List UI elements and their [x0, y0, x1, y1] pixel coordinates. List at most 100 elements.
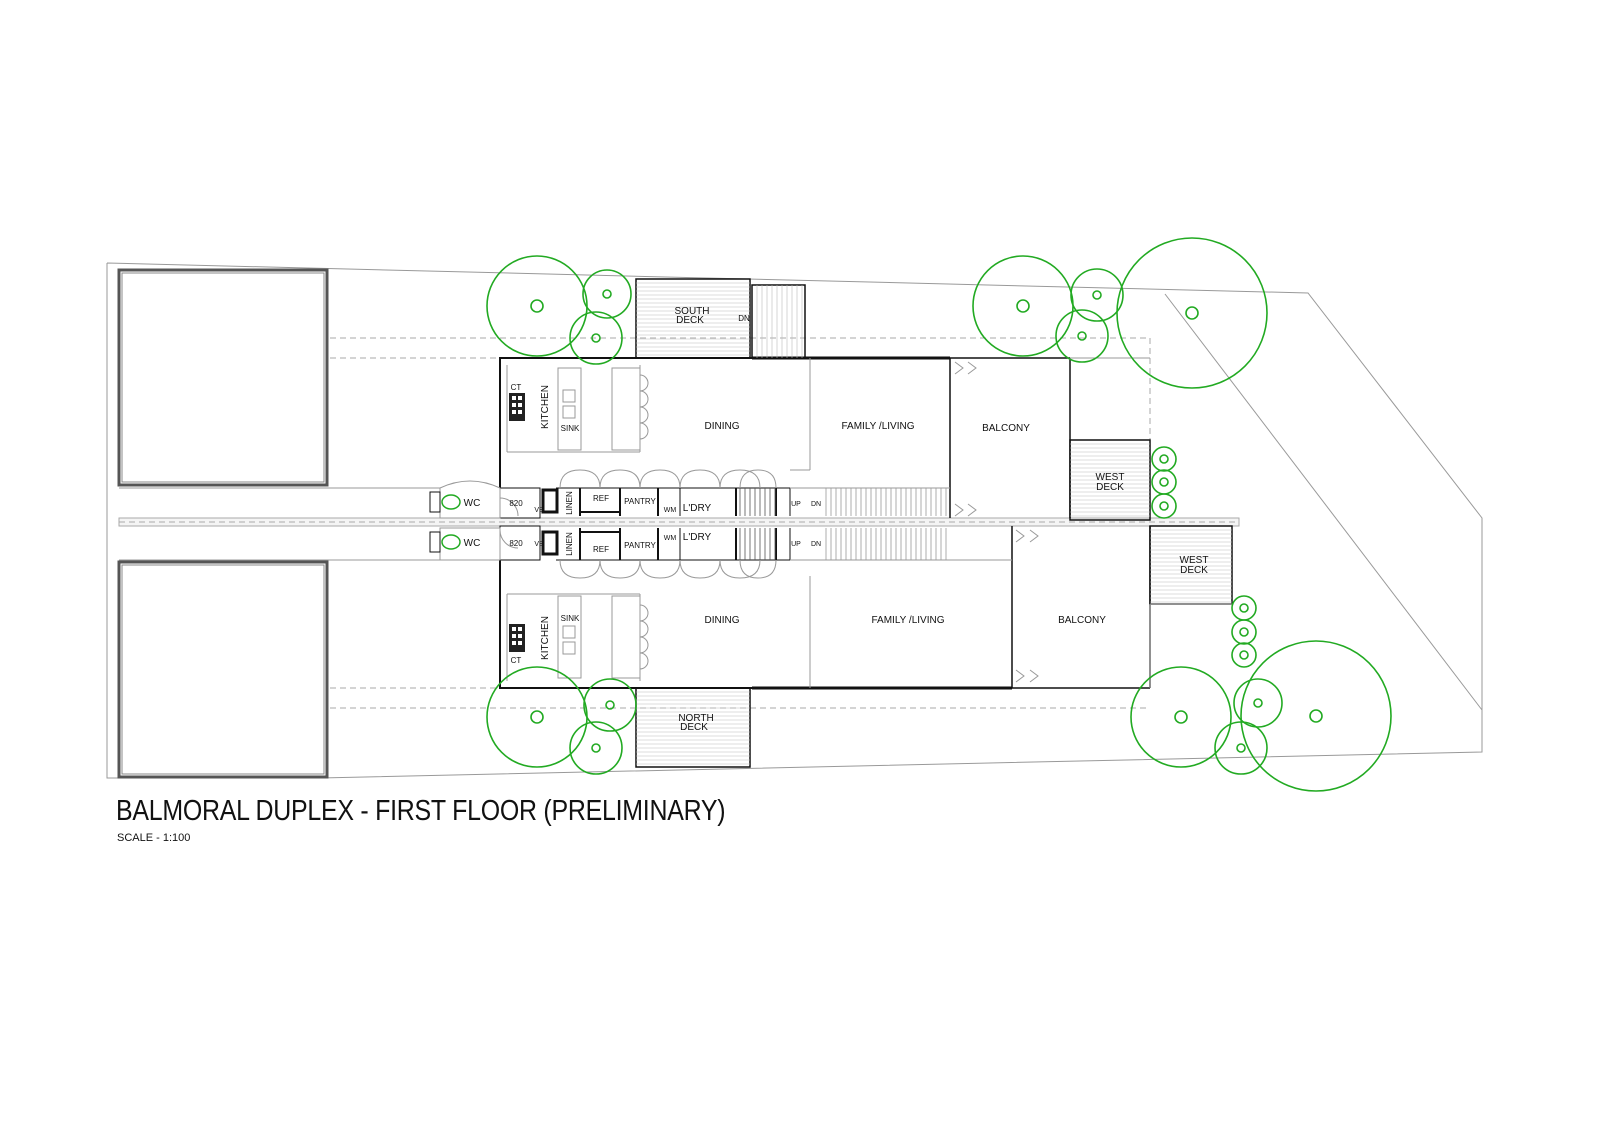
label-ref-upper: REF: [593, 494, 609, 503]
tree-canopy: [1231, 595, 1257, 621]
tree-canopy: [583, 678, 637, 732]
tree-trunk: [1159, 477, 1169, 487]
drawing-scale: SCALE - 1:100: [117, 832, 191, 844]
label-vb-lower: VB: [534, 541, 544, 548]
tree-trunk: [1159, 501, 1169, 511]
tree-canopy: [1070, 268, 1124, 322]
tree-trunk: [591, 333, 601, 343]
label-dn-south: DN: [738, 314, 750, 323]
north-deck: [635, 687, 751, 768]
tree-canopy: [1116, 237, 1268, 389]
label-dining-upper: DINING: [705, 421, 740, 432]
label-family-living-upper: FAMILY /LIVING: [842, 421, 915, 432]
label-linen-lower: LINEN: [565, 532, 574, 556]
west-deck-lower: [1149, 525, 1233, 605]
tree-trunk: [591, 743, 601, 753]
garage-upper: [117, 268, 329, 487]
label-north-deck-1: NORTH: [678, 713, 713, 724]
stairs: [739, 487, 1012, 561]
tree-trunk: [1239, 650, 1249, 660]
label-pantry-upper: PANTRY: [624, 497, 656, 506]
wc-upper: [429, 480, 519, 519]
label-kitchen-upper: KITCHEN: [540, 385, 551, 429]
tree-canopy: [1231, 619, 1257, 645]
cooktop-upper: [509, 393, 525, 421]
tree-canopy: [1055, 309, 1109, 363]
tree-trunk: [1159, 454, 1169, 464]
label-820-lower: 820: [509, 539, 523, 548]
label-west-deck-upper-1: WEST: [1096, 472, 1125, 483]
label-ref-lower: REF: [593, 545, 609, 554]
tree-canopy: [1233, 678, 1283, 728]
unit-upper-walls: [499, 356, 1071, 518]
label-ldry-lower: L'DRY: [683, 532, 712, 543]
tree-trunk: [1077, 331, 1087, 341]
service-core-upper: [499, 469, 810, 519]
tree-canopy: [1231, 642, 1257, 668]
tree-canopy: [1240, 640, 1392, 792]
label-south-deck-1: SOUTH: [675, 306, 710, 317]
label-vb-upper: VB: [534, 507, 544, 514]
label-sink-lower: SINK: [561, 614, 580, 623]
tree-trunk: [530, 299, 544, 313]
label-wm-lower: WM: [664, 535, 677, 542]
tree-trunk: [530, 710, 544, 724]
tree-canopy: [1151, 446, 1177, 472]
central-corridor: [118, 487, 1240, 561]
label-family-living-lower: FAMILY /LIVING: [872, 615, 945, 626]
label-north-deck-2: DECK: [680, 722, 708, 733]
tree-trunk: [602, 289, 612, 299]
label-ct-lower: CT: [511, 656, 522, 665]
west-deck-upper: [1069, 439, 1151, 521]
label-dining-lower: DINING: [705, 615, 740, 626]
sliding-door-marks: [954, 357, 1232, 688]
tree-canopy: [1130, 666, 1232, 768]
cooktop-lower: [509, 624, 525, 652]
label-west-deck-lower-2: DECK: [1180, 565, 1208, 576]
tree-trunk: [1253, 698, 1263, 708]
label-linen-upper: LINEN: [565, 491, 574, 515]
label-balcony-lower: BALCONY: [1058, 615, 1106, 626]
tree-canopy: [1151, 493, 1177, 519]
label-sink-upper: SINK: [561, 424, 580, 433]
south-deck: [635, 278, 806, 359]
label-ct-upper: CT: [511, 383, 522, 392]
label-dn-lower: DN: [811, 541, 821, 548]
wc-lower: [429, 527, 519, 561]
label-up-upper: UP: [791, 501, 801, 508]
label-kitchen-lower: KITCHEN: [540, 616, 551, 660]
room-labels: SOUTH DECK DN NORTH DECK CT KITCHEN SINK…: [464, 306, 1209, 733]
tree-trunk: [1016, 299, 1030, 313]
label-wc-upper: WC: [464, 498, 481, 509]
label-ldry-upper: L'DRY: [683, 503, 712, 514]
tree-canopy: [1151, 469, 1177, 495]
label-balcony-upper: BALCONY: [982, 423, 1030, 434]
label-west-deck-lower-1: WEST: [1180, 555, 1209, 566]
kitchen-doors: [639, 374, 649, 670]
tree-trunk: [1239, 627, 1249, 637]
drawing-title: BALMORAL DUPLEX - FIRST FLOOR (PRELIMINA…: [116, 795, 726, 827]
label-wm-upper: WM: [664, 507, 677, 514]
tree-canopy: [972, 255, 1074, 357]
label-west-deck-upper-2: DECK: [1096, 482, 1124, 493]
tree-trunk: [1309, 709, 1323, 723]
tree-canopy: [1214, 721, 1268, 775]
label-dn-upper: DN: [811, 501, 821, 508]
label-up-lower: UP: [791, 541, 801, 548]
tree-trunk: [1236, 743, 1246, 753]
tree-trunk: [1185, 306, 1199, 320]
tree-canopy: [582, 269, 632, 319]
garage-lower: [117, 560, 329, 779]
label-820-upper: 820: [509, 499, 523, 508]
tree-trunk: [1239, 603, 1249, 613]
tree-trunk: [1092, 290, 1102, 300]
site-boundary: [106, 262, 1483, 779]
trees: [486, 237, 1392, 792]
label-south-deck-2: DECK: [676, 315, 704, 326]
tree-canopy: [486, 666, 588, 768]
tree-canopy: [569, 721, 623, 775]
tree-trunk: [1174, 710, 1188, 724]
label-pantry-lower: PANTRY: [624, 541, 656, 550]
service-core-lower: [499, 525, 791, 579]
